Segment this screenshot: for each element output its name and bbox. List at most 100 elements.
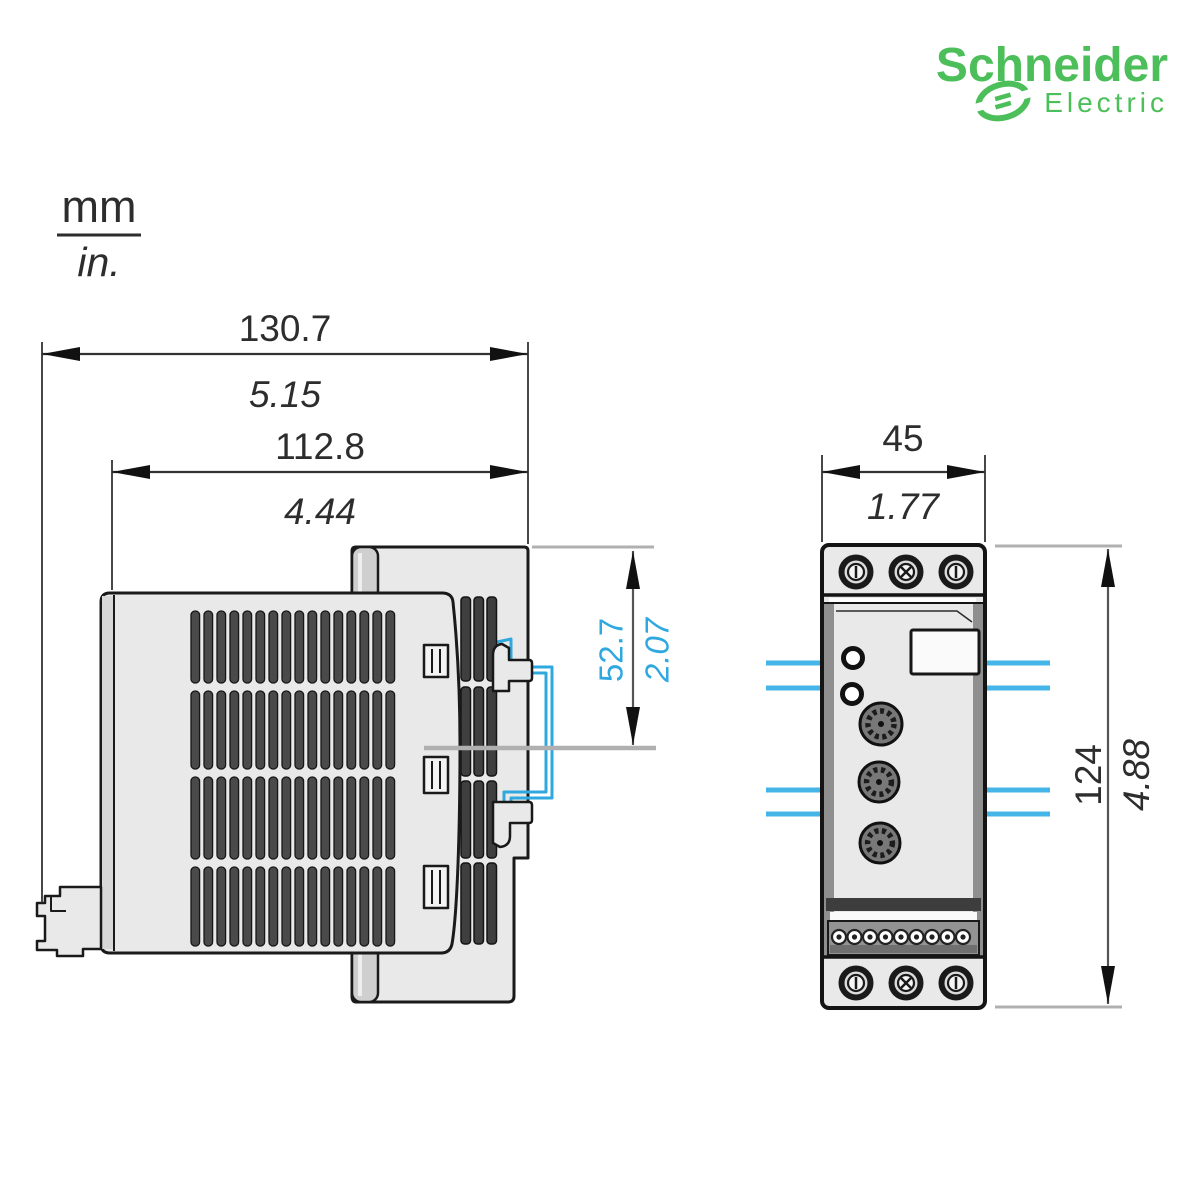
dimension-arrowhead — [1101, 966, 1115, 1004]
dimension-arrowhead — [947, 465, 985, 479]
fin-bar — [320, 866, 331, 947]
clamp-dot — [929, 934, 935, 940]
left-side-shade — [824, 603, 834, 958]
clamp-dot — [913, 934, 920, 940]
face-inner-line — [836, 610, 973, 623]
potentiometer-knurl — [863, 766, 895, 798]
fin-bar — [333, 776, 344, 860]
brand-tagline: Electric — [1044, 87, 1168, 118]
fin-bar — [346, 610, 357, 684]
potentiometer-center — [877, 840, 883, 846]
brand-name: Schneider — [936, 39, 1168, 92]
screw-cross — [900, 566, 912, 578]
fin-bar — [281, 776, 292, 860]
fin-bar — [333, 610, 344, 684]
fin-bar — [268, 690, 279, 770]
heatsink-fins — [190, 610, 396, 947]
fin-bar — [242, 690, 253, 770]
rear-fin-bar — [460, 780, 472, 859]
dim-height-mm: 124 — [1068, 744, 1109, 806]
unit-legend: mm in. — [57, 181, 141, 285]
terminal-top-strip — [830, 912, 977, 921]
dimension-arrowhead — [1101, 549, 1115, 587]
fin-bar — [372, 776, 383, 860]
fin-bar — [242, 610, 253, 684]
dimension-arrowhead — [112, 465, 150, 479]
fin-bar — [281, 690, 292, 770]
rear-fin-bar — [460, 686, 472, 777]
rear-fin-bar — [473, 686, 485, 777]
mounting-clip — [35, 885, 103, 958]
device-body-side — [99, 591, 462, 955]
fin-bar — [190, 610, 201, 684]
fin-bar — [333, 690, 344, 770]
terminal-window — [422, 864, 450, 910]
top-gap — [829, 598, 976, 603]
clamp-dot — [882, 934, 889, 940]
dimension-labels: 130.7 5.15 112.8 4.44 45 1.77 52.7 2.07 … — [239, 308, 1157, 811]
fin-bar — [216, 610, 227, 684]
fin-bar — [294, 610, 305, 684]
fin-bar — [346, 776, 357, 860]
fin-bar — [229, 776, 240, 860]
terminal-clamps — [830, 928, 972, 946]
fin-bar — [359, 866, 370, 947]
potentiometer-center — [876, 779, 882, 785]
dimension-arrows — [42, 347, 1115, 1004]
led-indicator — [840, 682, 864, 706]
rail-top-claw — [491, 642, 534, 693]
adjustment-potentiometers — [857, 701, 904, 865]
potentiometer-knurl — [865, 708, 897, 740]
rear-fins — [460, 596, 498, 945]
fin-bar — [255, 610, 266, 684]
clamp-dot — [944, 934, 951, 940]
terminal-window — [422, 643, 450, 679]
fin-bar — [242, 866, 253, 947]
potentiometer-center — [878, 721, 884, 727]
clamp-dot — [867, 934, 873, 940]
clamp-dot — [898, 934, 904, 940]
terminal-window — [422, 755, 450, 795]
fin-bar — [216, 776, 227, 860]
clamp-dot — [836, 934, 842, 940]
front-view — [766, 543, 1050, 1010]
schneider-mark-icon — [971, 80, 1032, 122]
dim-overall-depth-mm: 130.7 — [239, 308, 332, 349]
fin-bar — [320, 610, 331, 684]
fin-bar — [255, 776, 266, 860]
fin-bar — [216, 866, 227, 947]
side-view — [35, 545, 656, 1004]
fin-bar — [372, 610, 383, 684]
dimension-arrowhead — [626, 551, 640, 589]
fin-bar — [294, 776, 305, 860]
rear-fin-bar — [486, 862, 498, 945]
fin-bar — [255, 690, 266, 770]
fin-bar — [294, 690, 305, 770]
dim-body-depth-mm: 112.8 — [275, 426, 365, 467]
dim-body-depth-in: 4.44 — [284, 491, 356, 532]
dimension-arrowhead — [490, 347, 528, 361]
fin-bar — [229, 610, 240, 684]
fin-bar — [333, 866, 344, 947]
fin-bar — [346, 866, 357, 947]
fin-bar — [229, 690, 240, 770]
face-notch — [909, 628, 981, 676]
fin-bar — [372, 866, 383, 947]
fin-bar — [359, 776, 370, 860]
fin-bar — [190, 866, 201, 947]
fin-bar — [385, 690, 396, 770]
rear-fin-bar — [486, 686, 498, 777]
fin-bar — [385, 610, 396, 684]
rear-fin-bar — [460, 596, 472, 682]
fin-bar — [307, 610, 318, 684]
dim-height-in: 4.88 — [1116, 739, 1157, 811]
dimension-arrowhead — [42, 347, 80, 361]
face-bottom-band — [826, 898, 981, 911]
fin-bar — [385, 776, 396, 860]
fin-bar — [268, 866, 279, 947]
fin-bar — [190, 690, 201, 770]
fin-bar — [359, 690, 370, 770]
fin-bar — [203, 866, 214, 947]
dimension-arrowhead — [626, 707, 640, 745]
